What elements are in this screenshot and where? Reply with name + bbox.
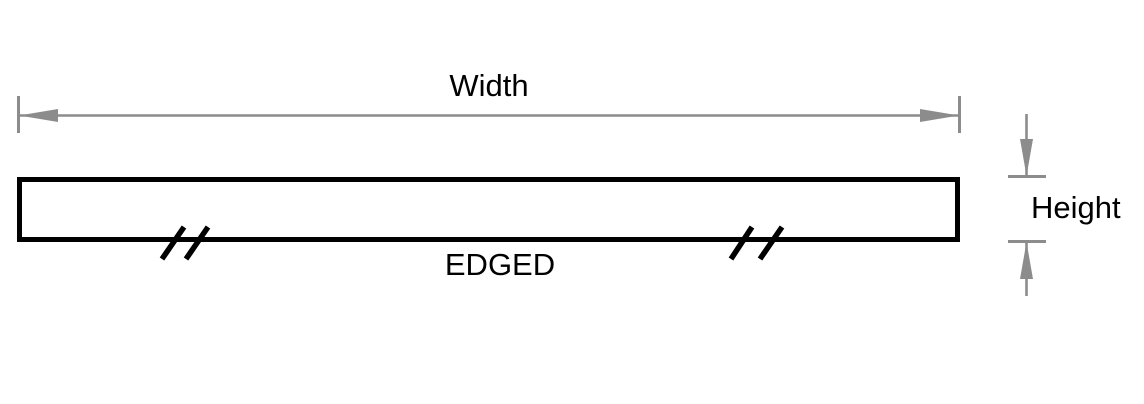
height-arrowhead-top-icon bbox=[1020, 139, 1033, 176]
board-rectangle bbox=[17, 177, 960, 242]
break-slash-2 bbox=[183, 225, 211, 261]
break-mark-left bbox=[159, 225, 211, 261]
height-dimension-label: Height bbox=[1031, 190, 1121, 225]
break-slash-4 bbox=[757, 225, 785, 261]
height-dimension-group bbox=[1008, 114, 1046, 296]
width-dimension-group bbox=[17, 96, 961, 133]
break-slash-1 bbox=[159, 225, 187, 261]
height-arrowhead-bottom-icon bbox=[1020, 242, 1033, 279]
part-name-label: EDGED bbox=[444, 247, 556, 282]
break-mark-right bbox=[728, 225, 785, 261]
width-arrowhead-right-icon bbox=[920, 109, 959, 122]
width-arrowhead-left-icon bbox=[19, 109, 58, 122]
width-dimension-label: Width bbox=[449, 68, 529, 103]
break-slash-3 bbox=[728, 225, 755, 261]
